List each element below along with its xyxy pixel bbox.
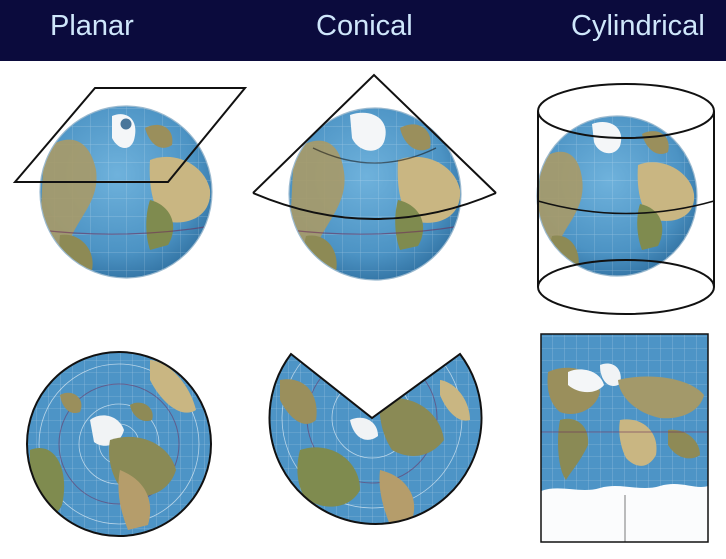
header-bar: Planar Conical Cylindrical bbox=[0, 0, 726, 61]
conical-globe bbox=[288, 107, 462, 281]
azimuthal-map bbox=[26, 351, 212, 537]
conic-map bbox=[268, 352, 483, 525]
cylindrical-globe bbox=[536, 115, 698, 277]
tangent-plane bbox=[12, 87, 248, 183]
projection-diagram bbox=[0, 61, 726, 559]
planar-globe bbox=[39, 105, 213, 279]
cylindrical-label: Cylindrical bbox=[571, 10, 705, 42]
planar-label: Planar bbox=[50, 10, 134, 42]
cone-outline bbox=[252, 73, 497, 220]
conical-label: Conical bbox=[316, 10, 413, 42]
mercator-map bbox=[540, 333, 709, 543]
projection-diagram-svg bbox=[12, 73, 715, 543]
cylinder-outline bbox=[537, 83, 715, 315]
